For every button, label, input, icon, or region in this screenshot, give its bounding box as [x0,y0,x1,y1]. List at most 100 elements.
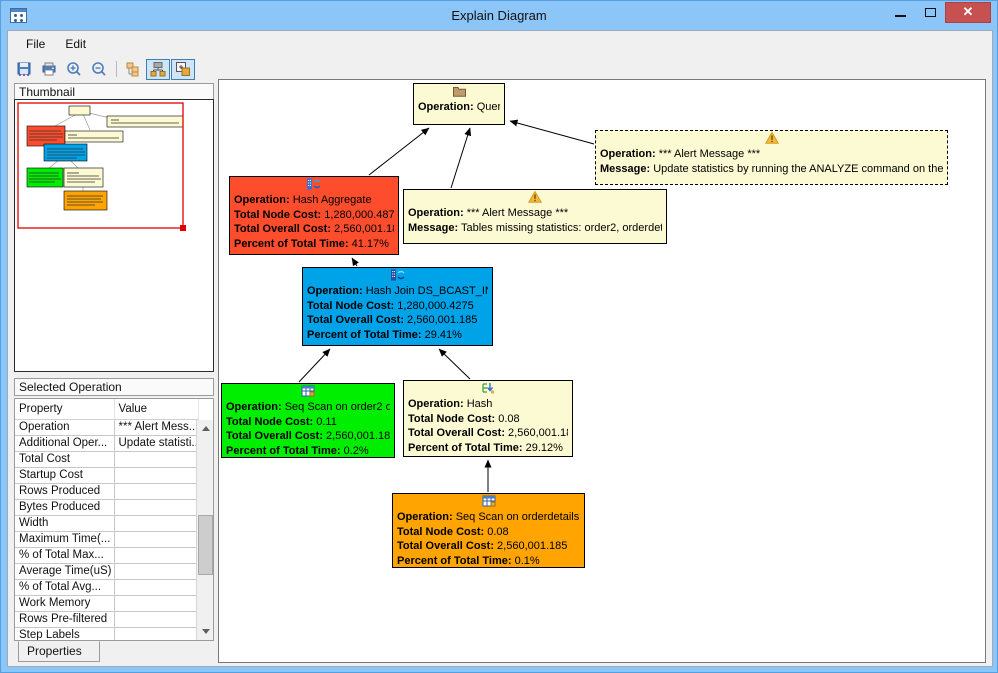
node-label: Percent of Total Time: [226,444,341,457]
zoom-out-icon [92,62,106,76]
node-label: Percent of Total Time: [234,237,349,250]
grid-scrollbar[interactable] [196,420,213,640]
node-label: Total Overall Cost: [397,540,494,552]
thumbnail-minimap [17,102,186,231]
node-value: 41.17% [351,237,389,250]
node-label: Total Node Cost: [307,299,395,312]
node-value: *** Alert Message *** [658,148,761,160]
close-button[interactable]: ✕ [945,1,991,23]
node-seq-scan-order2[interactable]: Operation: Seq Scan on order2 o Total No… [221,383,395,458]
node-value: 1,280,000.4875 [324,208,394,221]
thumbnail-viewport-handle[interactable] [180,225,186,231]
print-icon [42,62,56,76]
tree-view-icon [126,62,139,77]
grid-row[interactable]: Maximum Time(... [15,531,199,548]
menu-bar: File Edit [8,31,992,57]
grid-header-row: Property Value [15,399,199,420]
node-value: 29.12% [525,441,563,454]
node-hash[interactable]: Operation: Hash Total Node Cost: 0.08 To… [403,380,573,457]
diagram-edges [298,119,595,492]
node-value: 2,560,001.185 [407,314,478,326]
node-label: Operation: [397,511,453,523]
scroll-up-icon[interactable] [197,420,213,437]
node-seq-scan-orderdetails1[interactable]: Operation: Seq Scan on orderdetails1 od … [392,493,585,568]
node-label: Operation: [600,148,656,160]
tree-view-button[interactable] [121,59,145,80]
hash-aggregate-icon [234,178,394,193]
save-button[interactable] [12,59,36,80]
menu-file[interactable]: File [26,37,46,51]
grid-row[interactable]: % of Total Max... [15,547,199,564]
node-label: Total Overall Cost: [307,314,404,326]
node-value: Seq Scan on orderdetails1 od [455,511,580,523]
node-value: 2,560,001.185 [508,427,568,439]
node-value: Query [476,101,500,113]
node-hash-aggregate[interactable]: Operation: Hash Aggregate Total Node Cos… [229,176,399,255]
node-value: 2,560,001.185 [497,540,568,552]
node-label: Operation: [234,194,290,206]
grid-row[interactable]: Operation*** Alert Mess... [15,419,199,436]
node-label: Total Node Cost: [408,412,496,425]
app-icon [10,8,27,23]
grid-header-value[interactable]: Value [114,399,199,420]
warning-icon [600,131,943,147]
minimize-button[interactable] [885,2,915,23]
hash-join-icon [307,269,488,284]
node-label: Percent of Total Time: [397,554,512,567]
grid-row[interactable]: % of Total Avg... [15,579,199,596]
node-value: 2,560,001.185 [334,223,394,235]
node-value: Hash Aggregate [292,194,372,206]
window-title: Explain Diagram [451,8,547,23]
grid-row[interactable]: Step Labels [15,627,199,640]
folder-icon [418,85,500,100]
node-label: Total Node Cost: [234,208,322,221]
grid-row[interactable]: Width [15,515,199,532]
print-button[interactable] [37,59,61,80]
scroll-down-icon[interactable] [197,623,213,640]
table-scan-icon [226,385,390,400]
overview-toggle-button[interactable] [171,58,195,80]
scrollbar-thumb[interactable] [198,515,213,575]
zoom-out-button[interactable] [87,59,111,80]
grid-row[interactable]: Additional Oper...Update statisti... [15,435,199,452]
node-label: Total Overall Cost: [408,427,505,439]
tab-properties[interactable]: Properties [18,641,100,662]
zoom-in-button[interactable] [62,59,86,80]
diagram-canvas[interactable]: Operation: Query Operation: *** Alert Me… [218,79,986,663]
node-value: Hash [466,398,493,410]
maximize-button[interactable] [915,2,945,23]
node-label: Percent of Total Time: [307,328,422,341]
node-value: *** Alert Message *** [466,207,569,219]
node-label: Message: [408,221,459,234]
node-hash-join[interactable]: Operation: Hash Join DS_BCAST_INNER Tota… [302,267,493,346]
diagram-view-button[interactable] [146,58,170,80]
grid-row[interactable]: Work Memory [15,595,199,612]
node-value: 0.11 [316,415,337,428]
grid-row[interactable]: Total Cost [15,451,199,468]
grid-row[interactable]: Startup Cost [15,467,199,484]
node-label: Percent of Total Time: [408,441,523,454]
grid-row[interactable]: Average Time(uS) [15,563,199,580]
node-value: 0.1% [514,554,540,567]
grid-row[interactable]: Rows Pre-filtered [15,611,199,628]
warning-icon [408,190,662,206]
grid-row[interactable]: Bytes Produced [15,499,199,516]
hash-icon [408,382,568,397]
node-alert-analyze[interactable]: Operation: *** Alert Message *** Message… [595,130,948,185]
thumbnail-panel[interactable] [14,99,214,372]
title-bar: Explain Diagram ✕ [1,1,997,30]
node-value: 1,280,000.4275 [397,299,474,312]
node-query[interactable]: Operation: Query [413,83,505,125]
node-alert-missing-stats[interactable]: Operation: *** Alert Message *** Message… [403,189,667,244]
node-label: Total Node Cost: [397,525,485,538]
menu-edit[interactable]: Edit [65,37,87,51]
node-value: 0.08 [498,412,520,425]
zoom-in-icon [67,62,81,76]
grid-header-property[interactable]: Property [15,399,115,420]
node-value: 29.41% [424,328,462,341]
diagram-view-icon [150,62,166,77]
grid-row[interactable]: Rows Produced [15,483,199,500]
thumbnail-viewport-rect[interactable] [17,102,184,229]
selected-operation-header: Selected Operation [14,378,214,396]
node-value: 2,560,001.185 [326,430,390,442]
